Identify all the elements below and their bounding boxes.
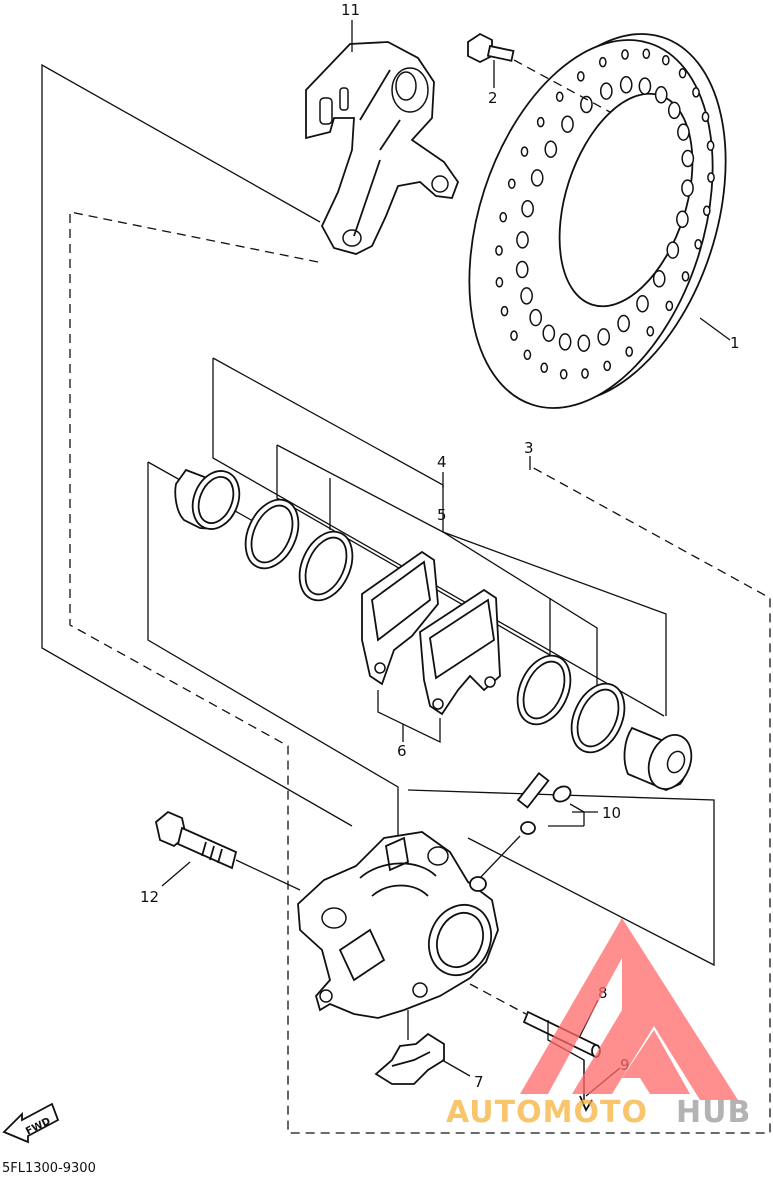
automotohub-watermark: AUTOMOTO HUB [446, 918, 751, 1130]
disc-hole [638, 77, 652, 95]
disc-hole [599, 82, 613, 100]
disc-hole [520, 287, 533, 305]
disc-hole [581, 368, 589, 379]
disc-hole [667, 101, 681, 120]
disc-hole [542, 324, 556, 342]
disc-hole [521, 199, 534, 218]
disc-hole [636, 295, 649, 313]
callout-12: 12 [140, 888, 159, 906]
disc-hole [559, 368, 568, 380]
disc-hole [666, 241, 680, 259]
callout-labels: 1 2 3 4 5 6 7 8 9 10 11 12 [140, 1, 740, 1091]
fwd-arrow-badge: FWD [2, 1102, 60, 1144]
callout-2: 2 [488, 89, 498, 107]
disc-hole [646, 326, 655, 337]
caliper-piston-upper [174, 468, 241, 530]
disc-hole [652, 270, 666, 288]
callout-5: 5 [437, 506, 447, 524]
disc-hole [558, 333, 572, 351]
watermark-text-automoto: AUTOMOTO [446, 1095, 648, 1130]
caliper-piston-lower [623, 726, 693, 791]
piston-seals-lower [516, 654, 626, 754]
disc-hole [677, 123, 690, 141]
automotohub-logo-icon [520, 918, 738, 1100]
callout-10: 10 [602, 804, 621, 822]
disc-hole [499, 211, 508, 223]
disc-hole [625, 346, 634, 357]
disc-hole [706, 140, 715, 151]
disc-hole [507, 178, 516, 189]
caliper-bracket [305, 20, 460, 255]
disc-hole [555, 91, 564, 102]
disc-hole [598, 56, 607, 68]
disc-hole [577, 334, 591, 352]
disc-hole [495, 277, 504, 288]
brake-disc [468, 33, 727, 409]
diagram-code: 5FL1300-9300 [2, 1161, 96, 1176]
pad-spring [374, 1010, 471, 1085]
disc-hole [642, 48, 651, 60]
callout-3: 3 [524, 439, 534, 457]
callout-4: 4 [437, 453, 447, 471]
disc-hole [654, 86, 668, 104]
piston-seals-upper [244, 498, 354, 602]
disc-hole [523, 349, 532, 361]
disc-hole [580, 95, 593, 114]
disc-hole [520, 146, 529, 157]
disc-hole [544, 140, 558, 158]
disc-hole [576, 71, 585, 82]
disc-hole [603, 360, 612, 372]
brake-pads [361, 550, 501, 716]
assembly-outlines [41, 63, 771, 1134]
watermark-text-hub: HUB [676, 1095, 751, 1130]
disc-hole [530, 169, 544, 187]
disc-bolt [467, 32, 611, 113]
disc-hole [510, 330, 518, 341]
disc-hole [692, 87, 700, 98]
disc-hole [597, 328, 611, 346]
disc-hole [516, 231, 529, 249]
callout-6: 6 [397, 742, 407, 760]
disc-hole [621, 49, 629, 60]
disc-hole [694, 239, 703, 250]
disc-hole [678, 67, 687, 79]
disc-hole [495, 245, 503, 256]
disc-hole [561, 115, 574, 133]
disc-hole [681, 149, 695, 168]
disc-hole [515, 260, 529, 279]
disc-hole [617, 314, 630, 333]
disc-hole [619, 76, 633, 94]
disc-hole [536, 116, 545, 128]
disc-hole [701, 111, 710, 123]
disc-hole [681, 179, 694, 197]
bleed-screw [477, 771, 572, 881]
disc-hole [529, 308, 543, 327]
callout-11: 11 [341, 1, 360, 19]
callout-7: 7 [474, 1073, 484, 1091]
disc-hole [500, 305, 509, 317]
caliper-body [297, 831, 499, 1019]
caliper-bolt [155, 810, 301, 891]
disc-hole [702, 205, 711, 217]
disc-hole [681, 271, 690, 282]
disc-hole [676, 210, 689, 229]
disc-hole [540, 362, 549, 374]
callout-1: 1 [730, 334, 740, 352]
disc-hole [665, 300, 674, 312]
disc-hole [707, 172, 715, 183]
disc-hole [661, 54, 670, 66]
